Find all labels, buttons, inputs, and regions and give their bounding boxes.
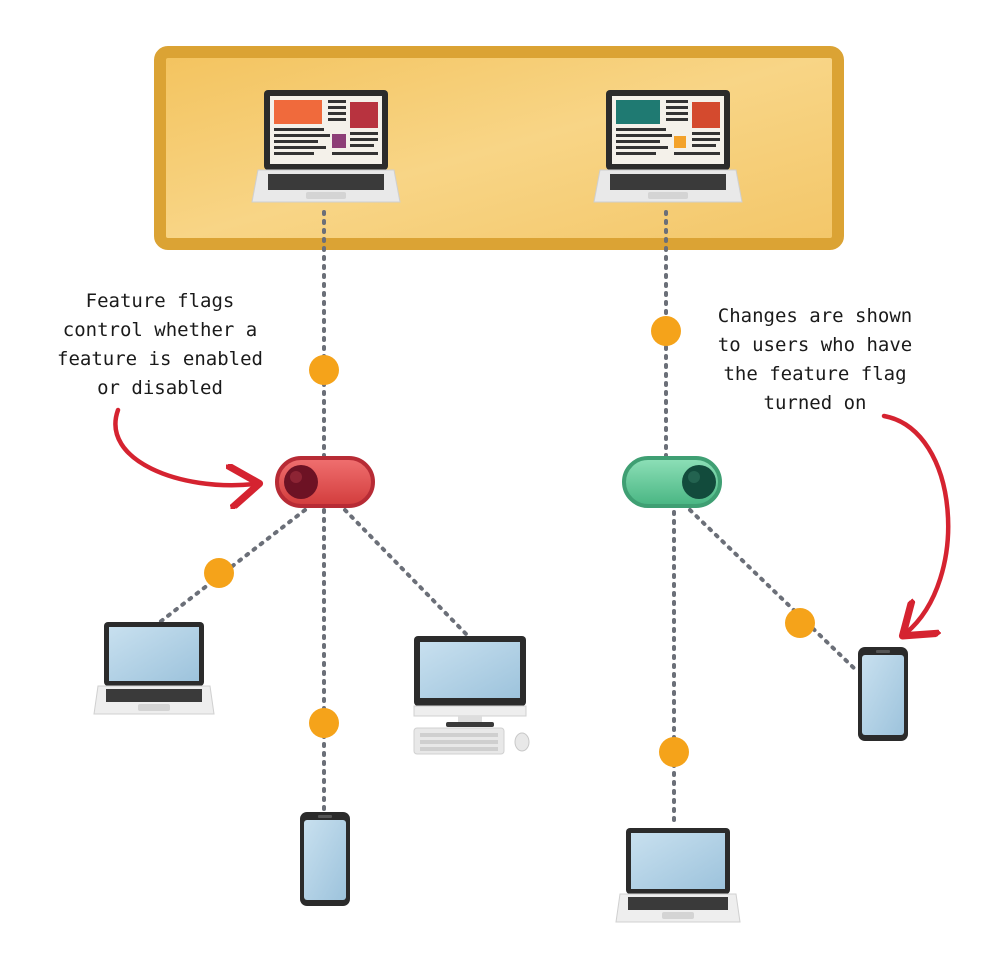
toggle-knob (284, 465, 318, 499)
end-laptop-left-icon (93, 622, 215, 715)
feature-flag-toggle-off (275, 456, 375, 508)
annotation-right: Changes are shown to users who have the … (717, 305, 913, 414)
end-smartphone-center-icon (300, 812, 350, 906)
source-laptop-left-icon (251, 90, 401, 203)
annotation-left: Feature flags control whether a feature … (57, 290, 263, 399)
end-desktop-computer-icon (413, 636, 530, 755)
connector-line (343, 508, 470, 638)
connector-dot (204, 558, 234, 588)
source-environment-panel (154, 46, 844, 250)
end-smartphone-right-icon (858, 647, 908, 741)
connector-line (688, 508, 860, 674)
toggle-knob (682, 465, 716, 499)
connector-dot (785, 608, 815, 638)
source-laptop-right-icon (593, 90, 743, 203)
connector-dot (309, 708, 339, 738)
connector-dot (659, 737, 689, 767)
arrow-to-left-toggle (113, 407, 255, 485)
end-laptop-right-icon (615, 828, 741, 923)
feature-flag-toggle-on (622, 456, 722, 508)
connector-dot (651, 316, 681, 346)
connector-line (158, 508, 307, 624)
arrow-to-right-phone (881, 413, 951, 633)
connector-dot (309, 355, 339, 385)
